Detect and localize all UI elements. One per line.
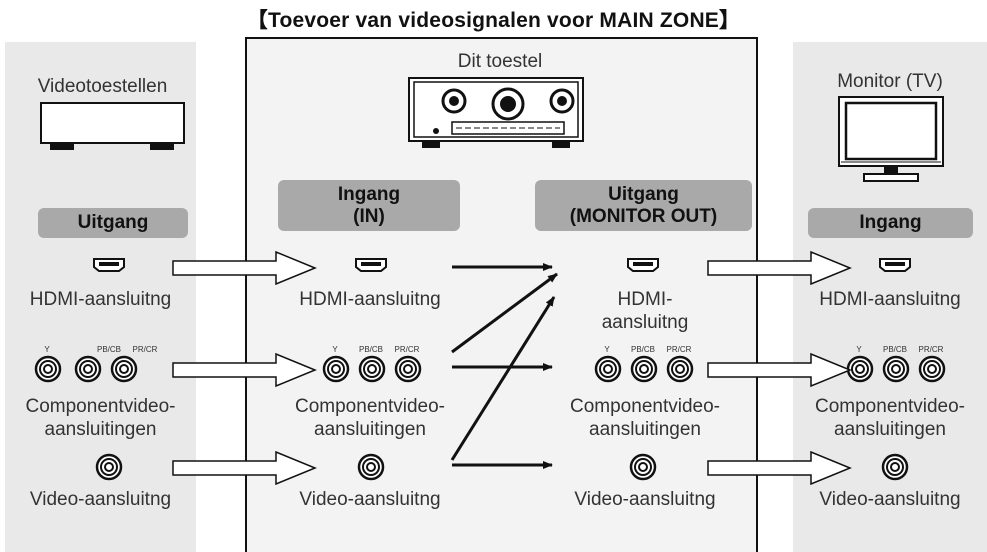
jack-label-y: Y [332,345,338,354]
tv-monitor-icon [838,96,944,182]
source-device-label: Videotoestellen [37,76,168,97]
hdmi-signal-arrow [172,250,317,286]
hdmi-connector-icon [355,258,387,272]
video-jack-icon [95,453,123,481]
monitor-hdmi-label: HDMI-aansluitng [819,289,961,310]
hdmi-connector-icon [879,258,911,272]
unit-hdmi-in-label: HDMI-aansluitng [299,289,441,310]
jack-label-y: Y [604,345,610,354]
hdmi-connector-icon [627,258,659,272]
video-player-icon [40,102,185,150]
video-jack-icon [881,453,909,481]
jack-label-pr: PR/CR [132,345,158,354]
jack-label-pr: PR/CR [666,345,692,354]
component-jacks-icon [846,355,946,383]
unit-video-in-label: Video-aansluitng [299,489,441,510]
unit-component-out-label: Componentvideo-aansluitingen [570,396,720,440]
unit-hdmi-out-label: HDMI-aansluitng [601,289,689,333]
jack-label-pb: PB/CB [882,345,907,354]
jack-label-y: Y [856,345,862,354]
hdmi-connector-icon [93,258,125,272]
monitor-component-label: Componentvideo-aansluitingen [815,396,965,440]
monitor-device-label: Monitor (TV) [837,71,943,92]
unit-input-badge: Ingang(IN) [278,180,460,231]
component-jacks-icon [34,355,138,383]
source-component-label: Componentvideo-aansluitingen [25,396,176,440]
hdmi-output-arrow [707,250,852,286]
component-output-arrow [707,352,852,388]
component-jacks-icon [594,355,694,383]
video-jack-icon [357,453,385,481]
source-hdmi-label: HDMI-aansluitng [29,289,172,310]
monitor-input-badge: Ingang [808,208,973,238]
av-receiver-icon [408,77,584,148]
video-output-arrow [707,450,852,486]
source-video-label: Video-aansluitng [29,489,172,510]
diagram-title: 【Toevoer van videosignalen voor MAIN ZON… [246,9,741,32]
monitor-video-label: Video-aansluitng [819,489,961,510]
jack-label-y: Y [44,345,50,354]
unit-device-label: Dit toestel [457,51,543,72]
jack-label-pb: PB/CB [96,345,121,354]
jack-label-pr: PR/CR [394,345,420,354]
jack-label-pb: PB/CB [630,345,655,354]
component-signal-arrow [172,352,317,388]
unit-component-in-label: Componentvideo-aansluitingen [295,396,445,440]
unit-output-badge: Uitgang(MONITOR OUT) [535,180,752,231]
video-jack-icon [629,453,657,481]
source-output-badge: Uitgang [38,208,188,238]
jack-label-pb: PB/CB [358,345,383,354]
video-signal-arrow [172,450,317,486]
unit-video-out-label: Video-aansluitng [574,489,716,510]
component-jacks-icon [322,355,422,383]
jack-label-pr: PR/CR [918,345,944,354]
